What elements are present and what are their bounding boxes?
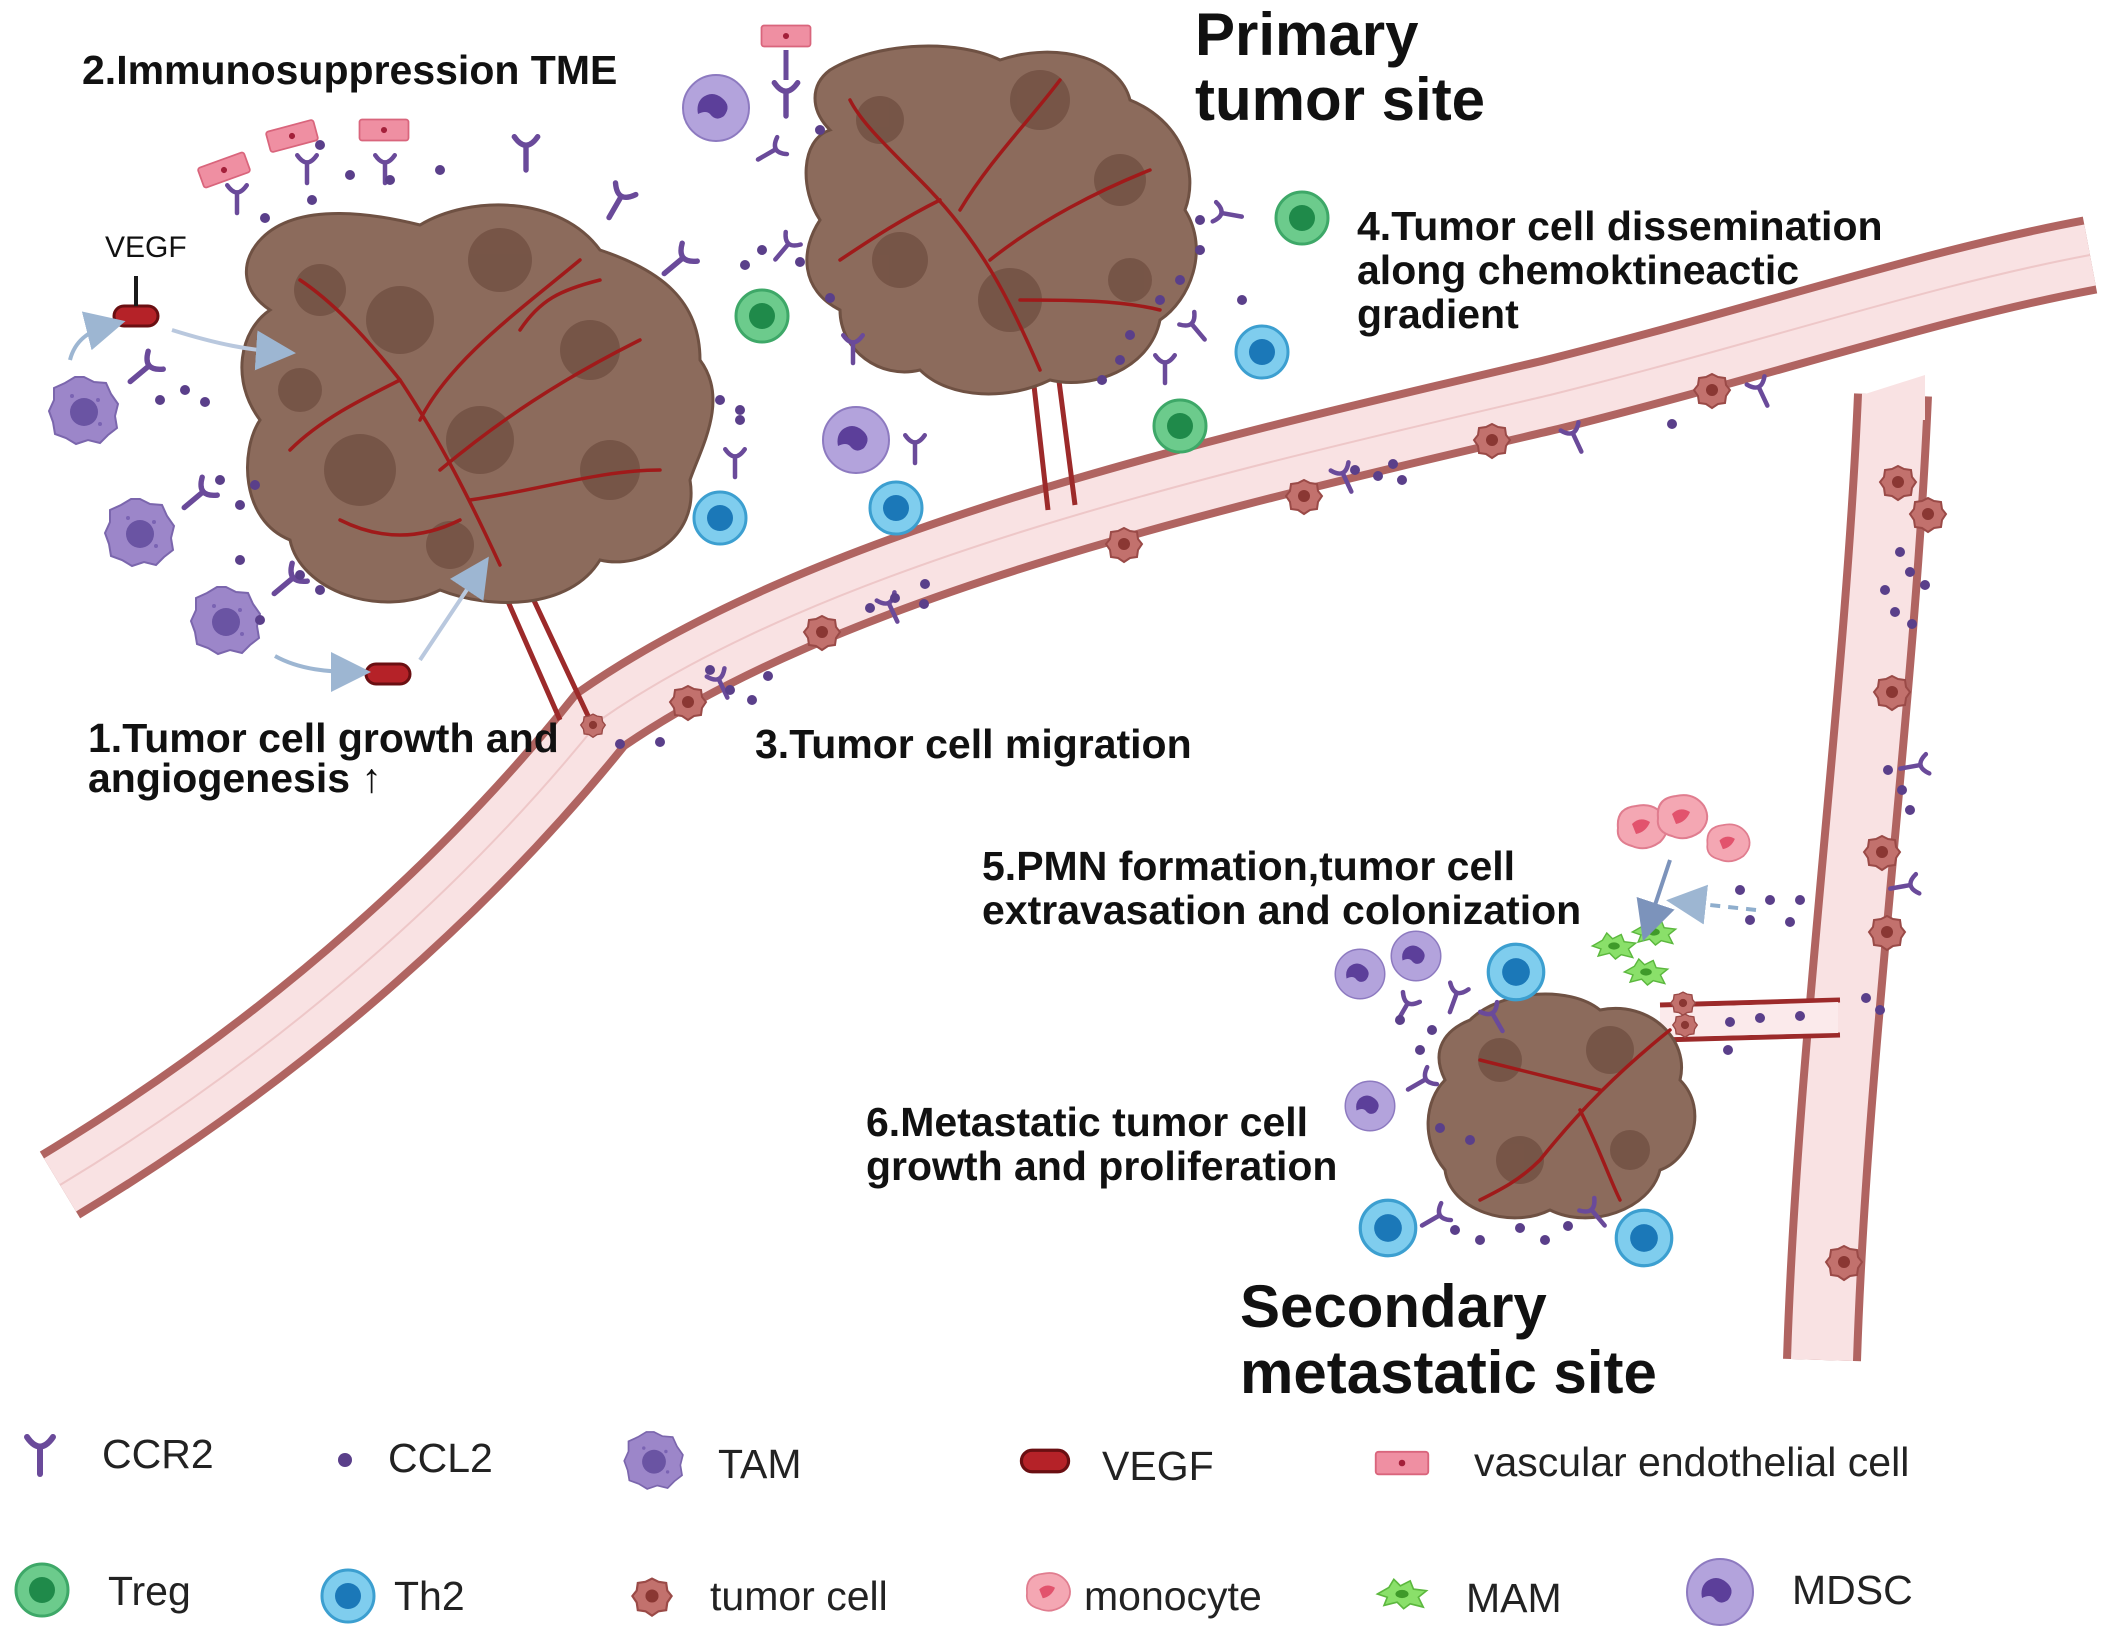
legend-item-mam: MAM [1376,1575,1562,1621]
primary-site-title-line1: Primary [1195,1,1419,68]
ccl2-icon [338,1453,352,1467]
legend-item-mdsc: MDSC [1686,1558,1913,1626]
step6-line2: growth and proliferation [866,1143,1337,1189]
th2-icon [320,1568,376,1624]
primary-site-title-line2: tumor site [1195,66,1485,133]
legend-item-ccl2: CCL2 [338,1435,493,1481]
legend-label-tumor-cell: tumor cell [710,1573,888,1619]
ccr2-icon [27,1437,53,1474]
vascular-endothelial-cell-icon [1374,1450,1430,1476]
legend-label-mam: MAM [1466,1575,1562,1621]
metastatic-tumor-mass [1426,991,1698,1220]
step1-line2: angiogenesis ↑ [88,755,382,801]
step3-label: 3.Tumor cell migration [755,721,1192,767]
tumor-cell-icon [631,1577,673,1617]
step1-line1: 1.Tumor cell growth and [88,715,559,761]
primary-tumor-immune-cells [682,24,1330,546]
legend-item-treg: Treg [14,1562,191,1618]
metastatic-ccl2-dots [1395,885,1805,1245]
mdsc-icon [1686,1558,1754,1626]
left-tumor-immune-cells [48,118,697,692]
step5-line1: 5.PMN formation,tumor cell [982,843,1515,889]
legend-label-tam: TAM [718,1441,802,1487]
legend-label-mdsc: MDSC [1792,1567,1913,1613]
vessel-ccl2-dots [615,419,1930,1027]
tumor-mass-left [240,203,715,604]
step4-line2: along chemoktineactic [1357,247,1799,293]
legend-label-ccl2: CCL2 [388,1435,493,1481]
primary-tumor-mass [804,44,1198,396]
legend-label-endothelial: vascular endothelial cell [1474,1439,1909,1485]
treg-icon [14,1562,70,1618]
secondary-site-title-line1: Secondary [1240,1273,1547,1340]
legend-item-endothelial: vascular endothelial cell [1374,1439,1909,1485]
tam-icon [623,1431,684,1490]
main-blood-vessel [39,216,2098,1362]
vegf-small-label: VEGF [105,231,187,264]
step2-label: 2.Immunosuppression TME [82,47,617,93]
legend-item-ccr2: CCR2 [27,1431,214,1477]
legend-label-treg: Treg [108,1568,191,1614]
legend-label-th2: Th2 [394,1573,465,1619]
secondary-site-title-line2: metastatic site [1240,1339,1657,1406]
legend-item-monocyte: monocyte [1025,1572,1262,1619]
legend-label-monocyte: monocyte [1084,1573,1262,1619]
metastatic-immune-cells [1334,794,1757,1268]
left-tumor-ccl2-dots [155,140,745,625]
primary-tumor-ccl2-dots [735,125,1247,415]
step4-line1: 4.Tumor cell dissemination [1357,203,1883,249]
step4-line3: gradient [1357,291,1519,337]
step6-line1: 6.Metastatic tumor cell [866,1099,1308,1145]
legend-label-ccr2: CCR2 [102,1431,214,1477]
monocyte-icon [1025,1572,1071,1612]
step5-line2: extravasation and colonization [982,887,1581,933]
legend: CCR2 CCL2 TAM VEGF vascular endothelial … [14,1431,1913,1626]
legend-item-tumor-cell: tumor cell [631,1573,888,1619]
mam-icon [1376,1578,1428,1610]
vegf-icon [1019,1448,1071,1474]
legend-item-th2: Th2 [320,1568,465,1624]
legend-item-vegf: VEGF [1019,1443,1214,1489]
legend-label-vegf: VEGF [1102,1443,1214,1489]
legend-item-tam: TAM [623,1431,802,1490]
